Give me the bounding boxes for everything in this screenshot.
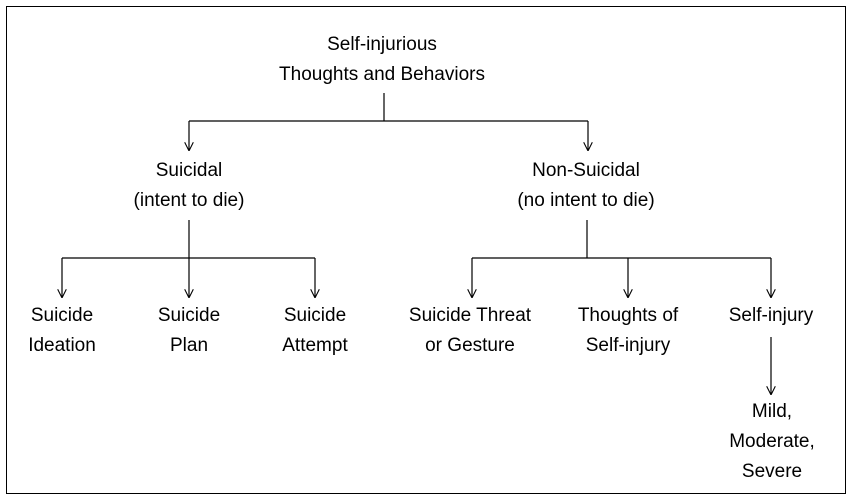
node-self-injury: Self-injury [729,301,813,331]
node-self-injurious-line1: Self-injurious [327,34,437,55]
node-self-injurious-line2: Thoughts and Behaviors [279,64,485,85]
node-suicide-plan-line2: Plan [169,335,209,356]
node-suicide-threat: Suicide Threat or Gesture [409,301,531,361]
node-suicidal: Suicidal (intent to die) [134,156,245,216]
node-suicidal-line1: Suicidal [155,160,223,181]
node-severity: Mild, Moderate, Severe [729,397,815,487]
node-suicide-ideation: Suicide Ideation [28,301,96,361]
node-suicide-plan-line1: Suicide [157,305,221,326]
node-suicide-threat-line1: Suicide Threat [408,305,532,326]
node-non-suicidal-line2: (no intent to die) [517,190,655,211]
node-self-injury-line1: Self-injury [728,305,814,326]
node-suicide-plan: Suicide Plan [158,301,220,361]
node-severity-line2: Moderate, [729,431,815,452]
diagram-frame [6,6,846,494]
node-severity-line3: Severe [741,461,803,482]
node-non-suicidal: Non-Suicidal (no intent to die) [517,156,654,216]
node-suicide-ideation-line2: Ideation [28,335,96,356]
node-thoughts-self-injury-line1: Thoughts of [577,305,679,326]
node-severity-line1: Mild, [751,401,793,422]
node-self-injurious: Self-injurious Thoughts and Behaviors [279,30,485,90]
node-suicide-attempt-line1: Suicide [283,305,347,326]
node-thoughts-self-injury: Thoughts of Self-injury [578,301,678,361]
node-suicide-ideation-line1: Suicide [30,305,94,326]
node-suicide-attempt: Suicide Attempt [282,301,347,361]
node-suicide-threat-line2: or Gesture [425,335,515,356]
node-suicide-attempt-line2: Attempt [282,335,348,356]
node-suicidal-line2: (intent to die) [133,190,245,211]
node-non-suicidal-line1: Non-Suicidal [532,160,640,181]
node-thoughts-self-injury-line2: Self-injury [585,335,671,356]
